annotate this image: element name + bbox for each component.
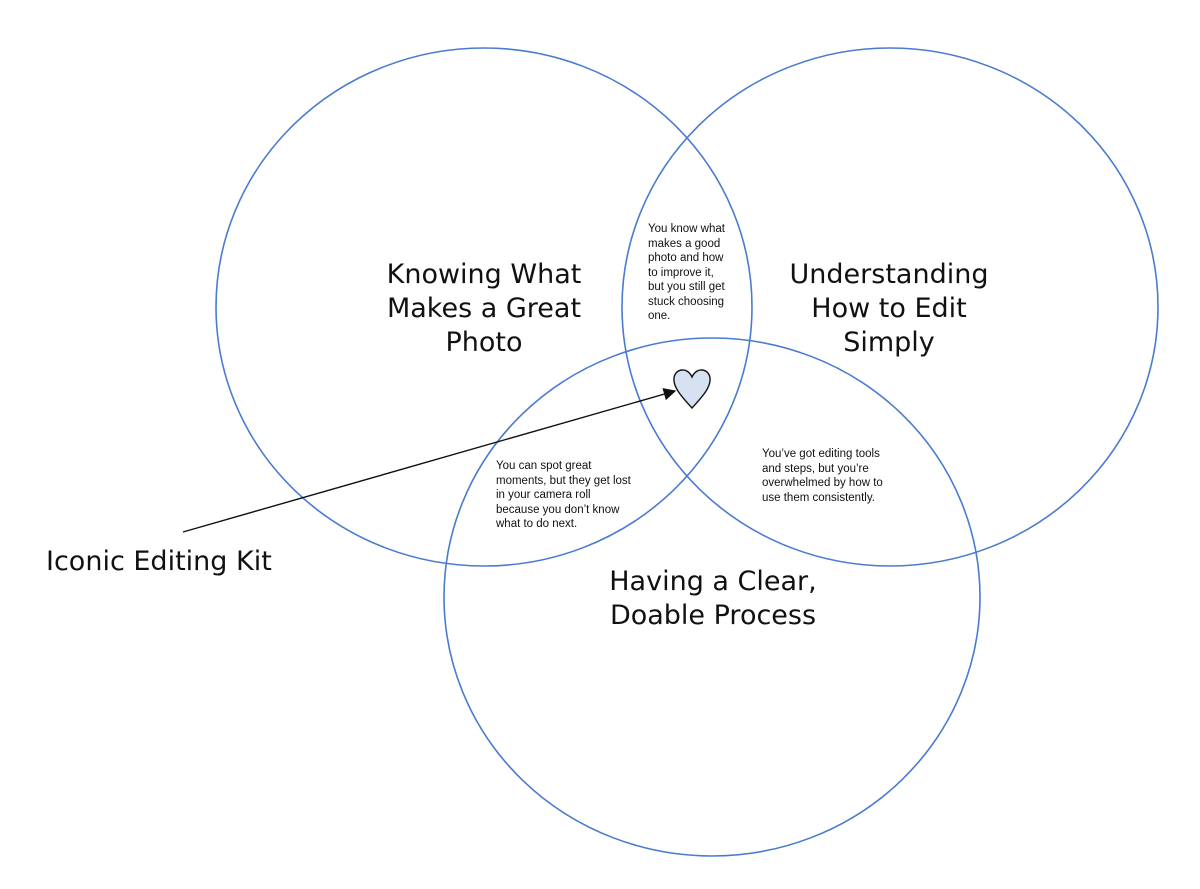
circle-top-left <box>215 47 753 567</box>
overlap-text-left-right: You know what makes a good photo and how… <box>648 223 725 322</box>
overlap-text-right-bottom: You’ve got editing tools and steps, but … <box>762 448 883 504</box>
circle-bottom <box>443 337 981 857</box>
overlap-text-left-bottom: You can spot great moments, but they get… <box>496 460 631 530</box>
set-label-bottom: Having a Clear, Doable Process <box>609 566 817 631</box>
callout-arrow <box>182 388 677 533</box>
callout-label: Iconic Editing Kit <box>46 546 272 577</box>
circle-top-right <box>621 47 1159 567</box>
set-label-top-left: Knowing What Makes a Great Photo <box>386 259 582 358</box>
set-label-top-right: Understanding How to Edit Simply <box>789 259 989 358</box>
heart-icon <box>673 369 711 410</box>
